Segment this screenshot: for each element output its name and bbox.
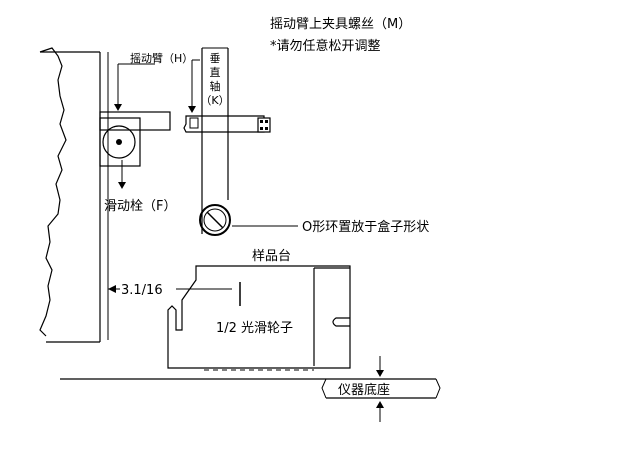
base-left-bracket [321, 378, 327, 399]
sample-stage-notch [332, 317, 350, 327]
label-rocking-arm: 摇动臂（H） [130, 51, 193, 65]
label-dimension: 3.1/16 [121, 283, 163, 298]
clamp-end-screw-knurl-3 [260, 127, 263, 130]
label-o-ring: O形环置放于盒子形状 [302, 219, 429, 235]
label-no-loosen-note: *请勿任意松开调整 [270, 38, 381, 54]
rocking-arm-arrowhead [114, 104, 122, 111]
pulley-block [99, 117, 141, 167]
sliding-pin-arrowhead [118, 182, 126, 189]
label-sample-stage: 样品台 [252, 249, 291, 264]
clamp-arm [183, 115, 265, 133]
label-vertical-axis-2: 直 [210, 65, 221, 79]
left-wall-outline [39, 47, 67, 337]
label-instrument-base: 仪器底座 [338, 382, 390, 398]
clamp-end-screw [257, 117, 271, 133]
rocking-arm-bar [99, 111, 171, 131]
base-arrow-top-head [376, 370, 384, 377]
label-vertical-axis-3: 轴 [210, 79, 221, 93]
clamp-end-screw-knurl-4 [265, 127, 268, 130]
label-vertical-axis-4: （K） [200, 94, 229, 107]
label-smooth-wheel: 1/2 光滑轮子 [216, 321, 293, 336]
pulley-hub [116, 139, 122, 145]
sample-stage-outline [167, 265, 351, 369]
clamp-screw-head [189, 117, 199, 129]
base-arrow-bottom-head [376, 401, 384, 408]
pulley-wheel [102, 125, 136, 159]
clamp-end-screw-knurl-1 [260, 120, 263, 123]
o-ring-inner [203, 208, 227, 232]
clamp-end-screw-knurl-2 [265, 120, 268, 123]
o-ring-slot [206, 211, 224, 229]
label-arm-clamp-screw: 摇动臂上夹具螺丝（M） [270, 17, 411, 32]
label-sliding-pin: 滑动栓（F） [104, 199, 176, 214]
base-right-bracket [435, 378, 441, 399]
clamp-screw-arrowhead [188, 106, 196, 113]
o-ring-outer [199, 204, 231, 236]
label-vertical-axis-1: 垂 [210, 52, 221, 65]
sample-stage-inner-panel [313, 267, 350, 366]
